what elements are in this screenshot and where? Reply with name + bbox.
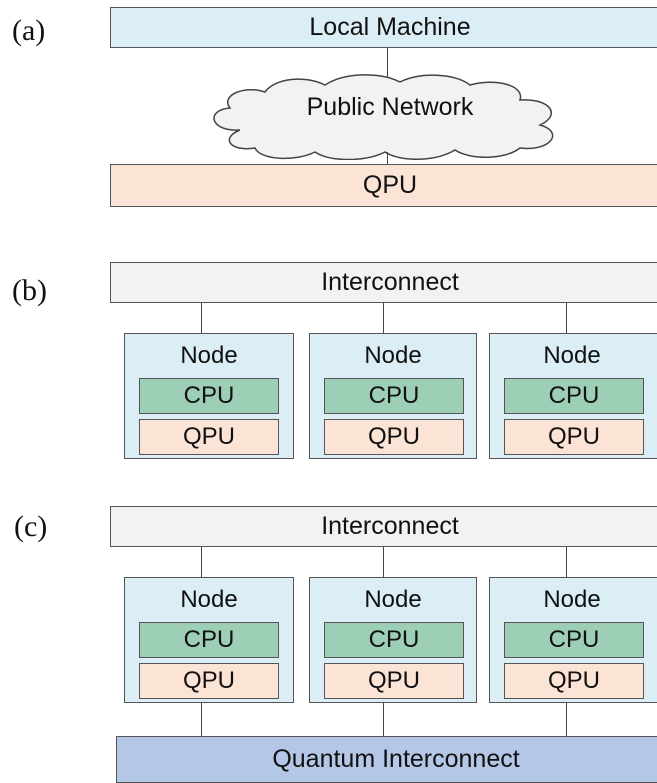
- cpu-box: CPU: [504, 622, 644, 658]
- connector-line: [387, 48, 388, 78]
- node-box: Node CPU QPU: [124, 333, 294, 459]
- node-title: Node: [364, 342, 422, 369]
- qpu-box: QPU: [324, 663, 464, 699]
- cpu-box: CPU: [324, 378, 464, 414]
- connector-line: [383, 303, 384, 333]
- connector-line: [566, 703, 567, 736]
- cloud-icon: [213, 74, 554, 160]
- connector-line: [387, 152, 388, 164]
- node-title: Node: [543, 342, 601, 369]
- panel-b-label: (b): [12, 274, 47, 307]
- connector-line: [383, 547, 384, 577]
- local-machine-box: Local Machine: [110, 7, 657, 48]
- qpu-box: QPU: [324, 419, 464, 455]
- node-title: Node: [180, 342, 238, 369]
- connector-line: [201, 547, 202, 577]
- quantum-interconnect-bar: Quantum Interconnect: [116, 736, 657, 783]
- panel-c-label: (c): [14, 510, 48, 543]
- qpu-box: QPU: [504, 663, 644, 699]
- connector-line: [383, 703, 384, 736]
- connector-line: [201, 303, 202, 333]
- node-box: Node CPU QPU: [489, 333, 657, 459]
- cpu-box: CPU: [139, 622, 279, 658]
- cpu-box: CPU: [139, 378, 279, 414]
- cpu-box: CPU: [324, 622, 464, 658]
- node-title: Node: [364, 586, 422, 613]
- qpu-box: QPU: [139, 663, 279, 699]
- public-network-label: Public Network: [306, 93, 474, 121]
- connector-line: [566, 303, 567, 333]
- node-box: Node CPU QPU: [309, 333, 477, 459]
- node-box: Node CPU QPU: [124, 577, 294, 703]
- qpu-box: QPU: [504, 419, 644, 455]
- qpu-box: QPU: [139, 419, 279, 455]
- interconnect-bar: Interconnect: [110, 506, 657, 547]
- panel-a-label: (a): [12, 14, 46, 47]
- connector-line: [201, 703, 202, 736]
- interconnect-bar: Interconnect: [110, 262, 657, 303]
- node-box: Node CPU QPU: [309, 577, 477, 703]
- qpu-box: QPU: [110, 164, 657, 207]
- cpu-box: CPU: [504, 378, 644, 414]
- node-title: Node: [180, 586, 238, 613]
- node-title: Node: [543, 586, 601, 613]
- connector-line: [566, 547, 567, 577]
- node-box: Node CPU QPU: [489, 577, 657, 703]
